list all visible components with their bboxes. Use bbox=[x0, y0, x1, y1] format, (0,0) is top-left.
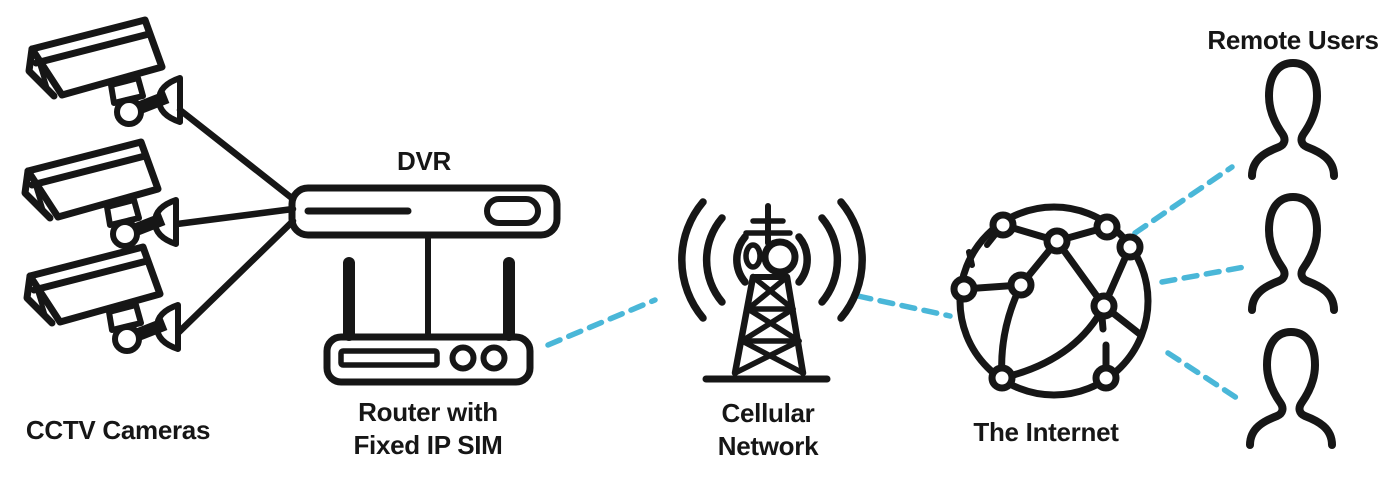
cctv-camera-group bbox=[25, 20, 180, 351]
label-dvr: DVR bbox=[397, 146, 451, 176]
camera-dvr-connector-lines bbox=[173, 106, 297, 336]
label-router-line1: Router with bbox=[358, 397, 498, 427]
label-cellular-line1: Cellular bbox=[721, 398, 815, 428]
remote-user-icon bbox=[1250, 332, 1332, 445]
cctv-camera-icon bbox=[29, 20, 180, 124]
label-cctv-cameras: CCTV Cameras bbox=[25, 415, 211, 445]
router-tower-dashed-link bbox=[545, 297, 658, 348]
remote-user-icon bbox=[1252, 63, 1334, 176]
remote-user-icon bbox=[1252, 197, 1334, 310]
camera-dvr-line bbox=[173, 205, 297, 228]
label-remote-users: Remote Users bbox=[1207, 25, 1379, 55]
globe-network-nodes bbox=[950, 211, 1144, 392]
wifi-router-icon bbox=[323, 257, 534, 386]
tower-internet-dashed-link bbox=[855, 293, 953, 319]
dvr-icon bbox=[288, 184, 561, 239]
cctv-camera-icon bbox=[27, 247, 178, 351]
camera-dvr-line bbox=[175, 217, 297, 336]
signal-waves-icon bbox=[678, 198, 866, 322]
cell-tower-icon bbox=[678, 198, 866, 383]
dashed-wireless-links bbox=[545, 164, 1253, 405]
label-router-line2: Fixed IP SIM bbox=[353, 430, 503, 460]
label-the-internet: The Internet bbox=[973, 417, 1119, 447]
internet-globe-icon bbox=[950, 203, 1152, 399]
label-router: Router with Fixed IP SIM bbox=[353, 396, 502, 462]
remote-users-group bbox=[1250, 63, 1334, 445]
label-cellular-line2: Network bbox=[717, 431, 819, 461]
cctv-camera-icon bbox=[25, 142, 176, 246]
internet-user-dashed-link bbox=[1165, 350, 1246, 405]
internet-user-dashed-link bbox=[1132, 164, 1235, 236]
label-cellular-network: Cellular Network bbox=[717, 397, 819, 463]
camera-dvr-line bbox=[176, 106, 297, 203]
internet-user-dashed-link bbox=[1159, 263, 1253, 285]
